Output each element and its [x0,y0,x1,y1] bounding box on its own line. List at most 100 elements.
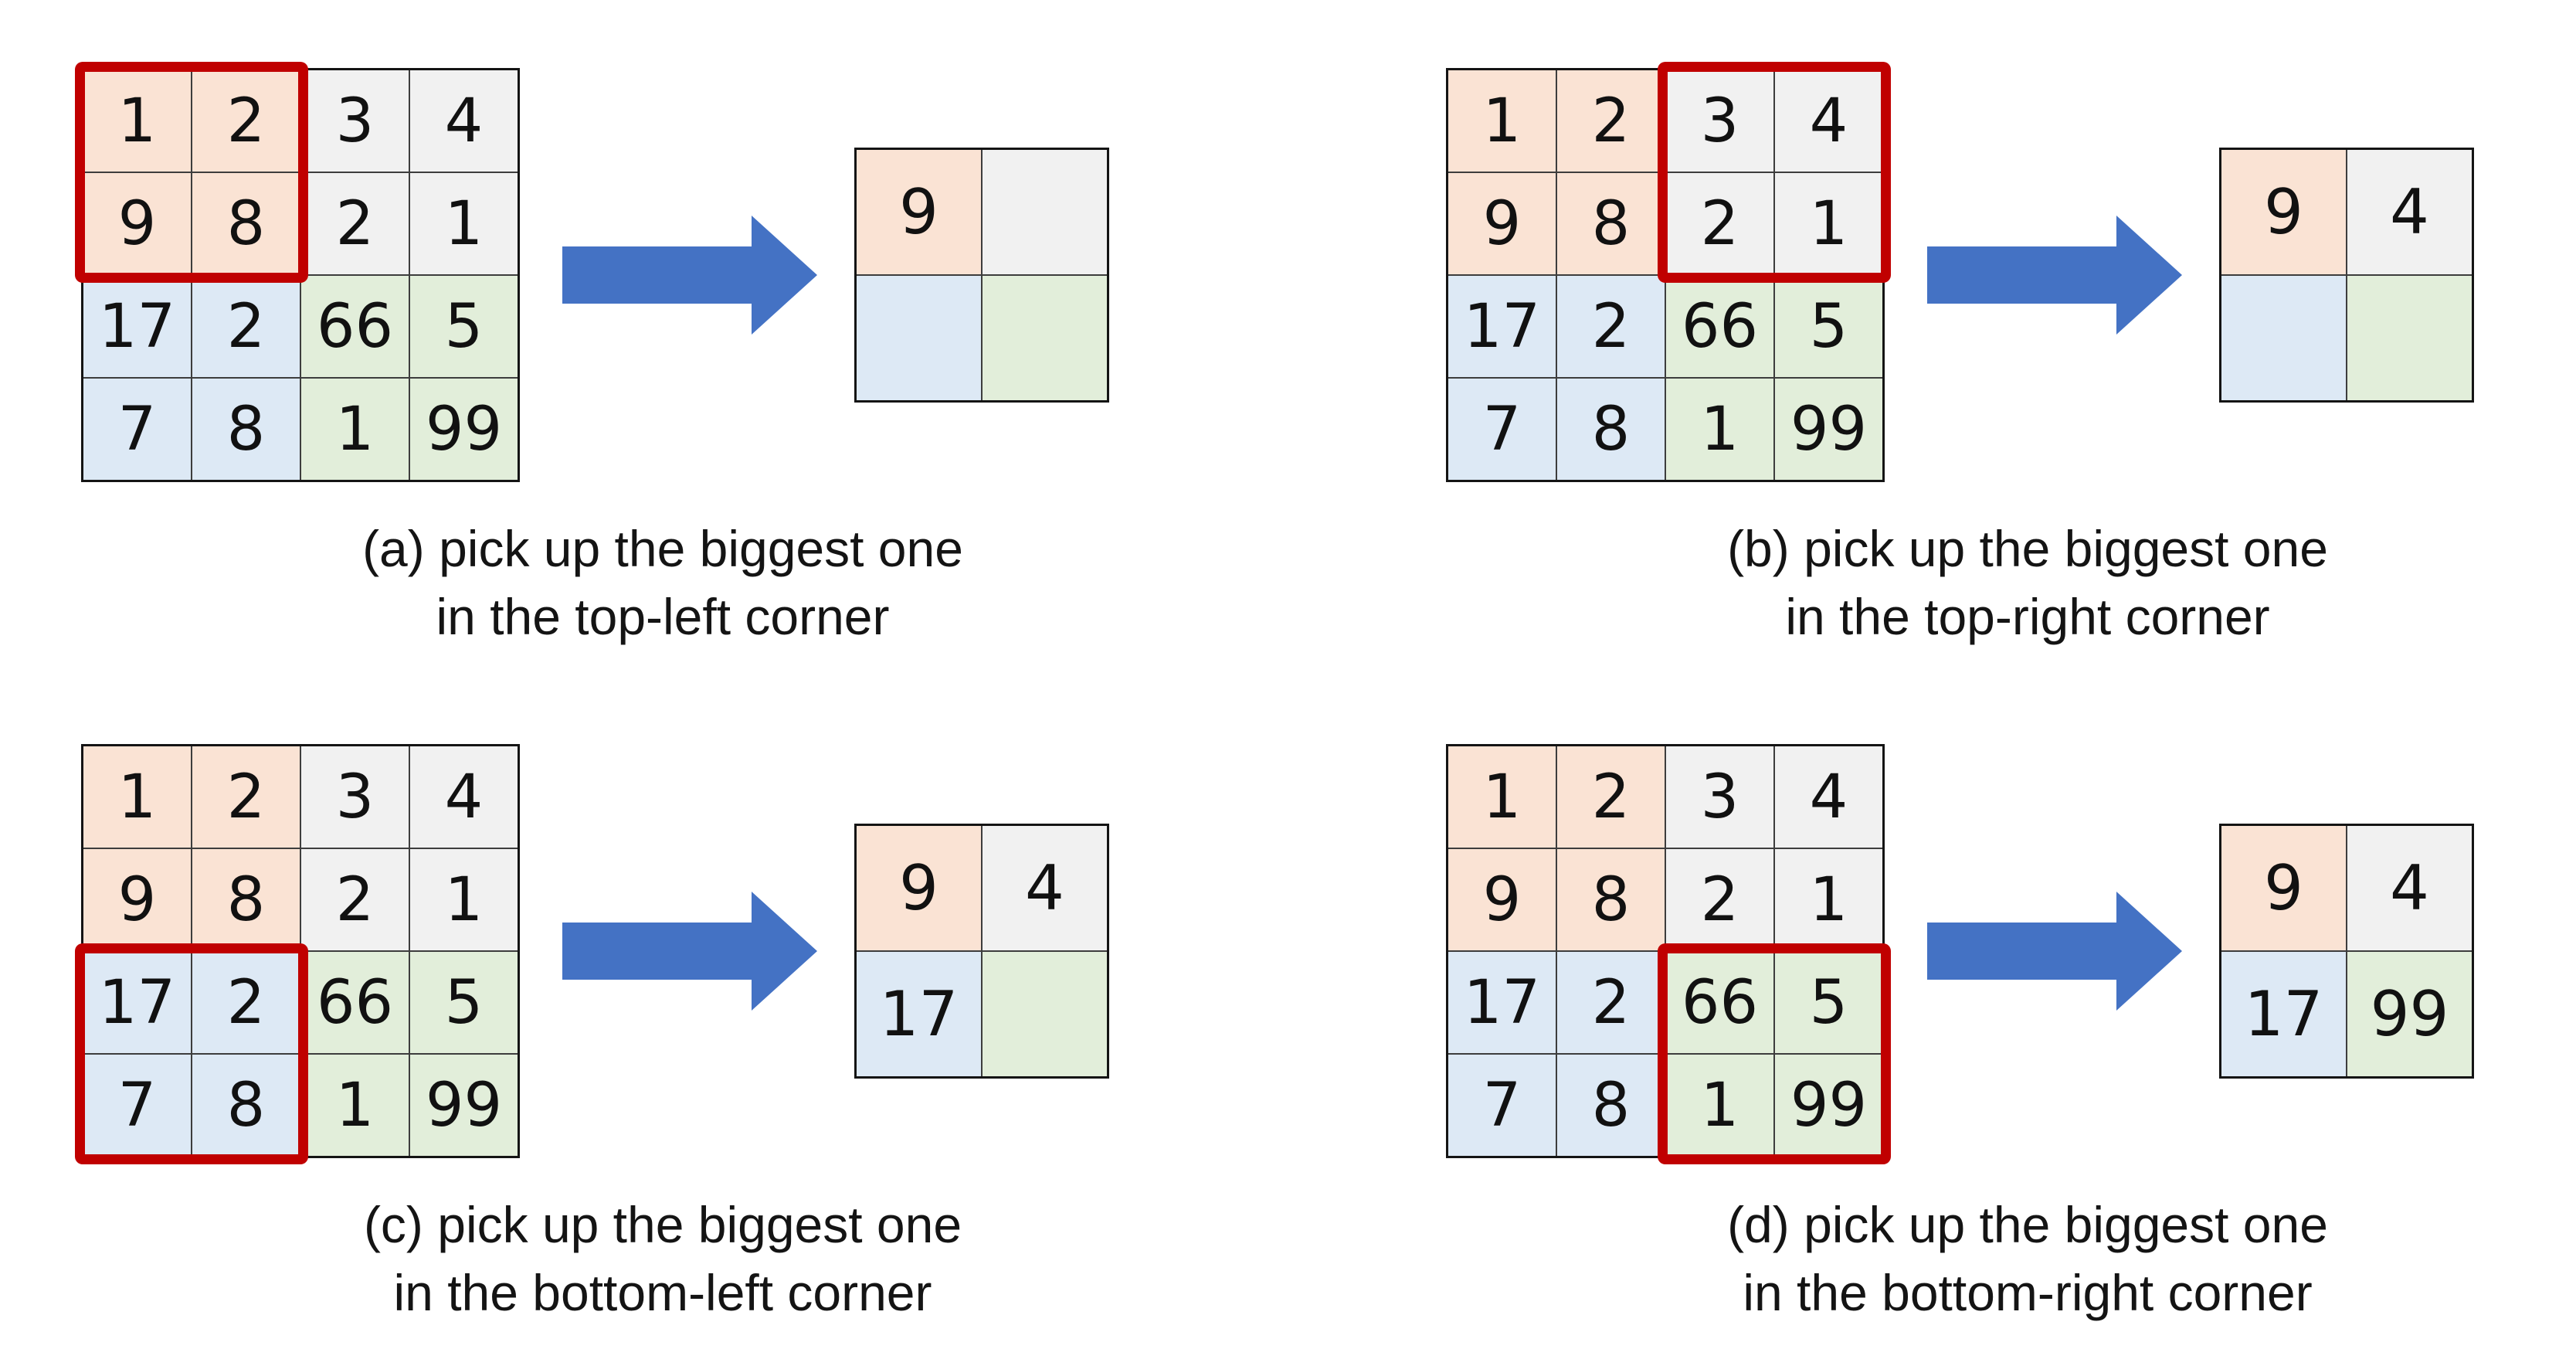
grid-cell: 5 [1775,952,1882,1053]
grid-cell: 9 [1448,849,1556,950]
grid-cell: 1 [301,1055,409,1156]
caption-line-1: (a) pick up the biggest one [362,520,963,577]
grid-cell: 3 [1666,746,1773,848]
grid-cell: 2 [1557,70,1665,172]
caption-line-1: (d) pick up the biggest one [1727,1196,2328,1253]
grid-cell: 2 [1557,746,1665,848]
panel-caption: (a) pick up the biggest one in the top-l… [149,515,1176,651]
grid-cell: 1 [1448,70,1556,172]
grid-cell: 7 [1448,379,1556,480]
grid-cell: 2 [1557,952,1665,1053]
output-grid-cell: 99 [2347,952,2472,1076]
grid-cell: 17 [1448,276,1556,377]
output-grid-cell: 9 [857,150,981,274]
grid-cell: 8 [1557,173,1665,274]
grid-cell: 17 [83,276,191,377]
grid-cell: 99 [410,379,518,480]
arrow-right-icon [562,209,817,341]
output-grid-cell [2347,276,2472,400]
grid-cell: 4 [1775,70,1882,172]
grid-cell: 8 [1557,849,1665,950]
grid-cell: 7 [1448,1055,1556,1156]
arrow-right-icon [1927,209,2182,341]
grid-cell: 99 [410,1055,518,1156]
grid-cell: 9 [83,849,191,950]
grid-cell: 2 [1557,276,1665,377]
grid-cell: 4 [410,70,518,172]
grid-cell: 2 [192,952,300,1053]
grid-cell: 1 [83,70,191,172]
output-grid: 9 [854,148,1109,403]
grid-cell: 66 [1666,952,1773,1053]
output-grid-cell: 17 [2221,952,2346,1076]
grid-cell: 2 [301,173,409,274]
grid-cell: 8 [1557,379,1665,480]
grid-cell: 99 [1775,1055,1882,1156]
grid-cell: 1 [1666,1055,1773,1156]
grid-cell: 17 [1448,952,1556,1053]
grid-cell: 66 [301,276,409,377]
grid-cell: 7 [83,379,191,480]
output-grid-cell: 9 [2221,150,2346,274]
output-grid-cell: 4 [2347,150,2472,274]
grid-cell: 5 [410,952,518,1053]
grid-cell: 3 [1666,70,1773,172]
arrow-right-icon [1927,885,2182,1017]
output-grid-cell [983,150,1107,274]
grid-cell: 1 [1775,849,1882,950]
panel-caption: (c) pick up the biggest one in the botto… [149,1191,1176,1327]
output-grid-cell [857,276,981,400]
arrow-right-icon [562,885,817,1017]
grid-cell: 2 [301,849,409,950]
grid-cell: 1 [1775,173,1882,274]
panel-caption: (d) pick up the biggest one in the botto… [1514,1191,2541,1327]
grid-cell: 66 [1666,276,1773,377]
grid-cell: 2 [192,276,300,377]
caption-line-2: in the bottom-right corner [1743,1264,2313,1321]
output-grid-cell: 4 [2347,826,2472,950]
grid-cell: 2 [192,746,300,848]
grid-cell: 7 [83,1055,191,1156]
output-grid-cell: 9 [2221,826,2346,950]
grid-cell: 1 [1448,746,1556,848]
grid-cell: 2 [1666,173,1773,274]
caption-line-1: (c) pick up the biggest one [363,1196,962,1253]
grid-cell: 3 [301,746,409,848]
grid-cell: 17 [83,952,191,1053]
output-grid-cell [983,952,1107,1076]
grid-cell: 8 [192,173,300,274]
grid-cell: 8 [1557,1055,1665,1156]
caption-line-2: in the top-left corner [436,588,890,645]
grid-cell: 1 [83,746,191,848]
grid-cell: 9 [1448,173,1556,274]
caption-line-1: (b) pick up the biggest one [1727,520,2328,577]
grid-cell: 8 [192,1055,300,1156]
grid-cell: 8 [192,379,300,480]
grid-cell: 2 [1666,849,1773,950]
grid-cell: 66 [301,952,409,1053]
grid-cell: 8 [192,849,300,950]
grid-cell: 4 [410,746,518,848]
output-grid-cell: 17 [857,952,981,1076]
output-grid-cell [2221,276,2346,400]
grid-cell: 1 [410,849,518,950]
grid-cell: 5 [410,276,518,377]
grid-cell: 1 [301,379,409,480]
grid-cell: 2 [192,70,300,172]
grid-cell: 99 [1775,379,1882,480]
panel-caption: (b) pick up the biggest one in the top-r… [1514,515,2541,651]
caption-line-2: in the bottom-left corner [393,1264,932,1321]
